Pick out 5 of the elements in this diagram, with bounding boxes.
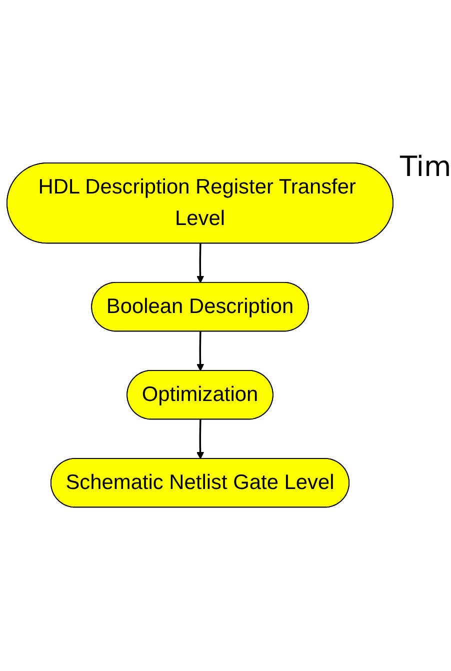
arrow — [196, 420, 204, 460]
arrow — [196, 332, 204, 372]
flowchart-drawing: HDL Description Register Transfer Level Boolean Description Optimization Schematic Netlist Gate Level — [0, 156, 400, 515]
side-label: Tim — [400, 150, 451, 183]
arrow — [196, 244, 204, 284]
